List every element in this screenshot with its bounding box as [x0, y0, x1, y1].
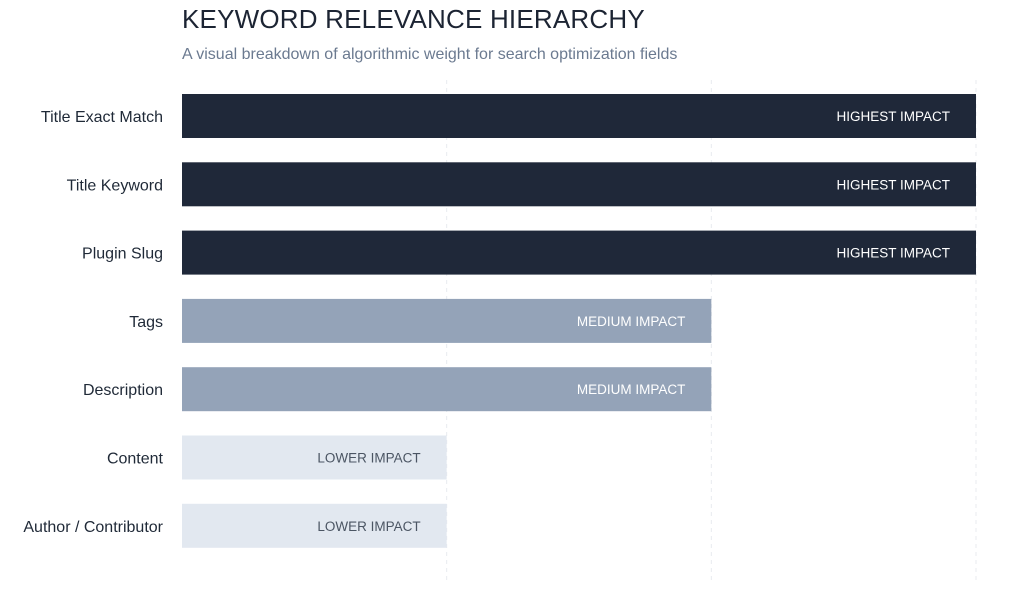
bar [182, 162, 976, 207]
bar-label: LOWER IMPACT [317, 519, 420, 534]
category-label: Content [107, 451, 164, 468]
bar-label: HIGHEST IMPACT [836, 246, 950, 261]
bar-label: LOWER IMPACT [317, 451, 420, 466]
bar [182, 94, 976, 138]
category-label: Description [83, 382, 163, 399]
bar-label: MEDIUM IMPACT [577, 382, 686, 397]
category-label: Tags [129, 314, 163, 331]
bar [182, 230, 976, 275]
bar [182, 435, 447, 480]
bar-label: MEDIUM IMPACT [577, 314, 686, 329]
chart-title: KEYWORD RELEVANCE HIERARCHY [182, 4, 645, 34]
category-label: Plugin Slug [82, 246, 163, 263]
category-label: Title Exact Match [41, 109, 163, 126]
bar [182, 298, 712, 343]
bar [182, 503, 447, 548]
category-label: Title Keyword [67, 177, 163, 194]
bar-label: HIGHEST IMPACT [836, 177, 950, 192]
category-label: Author / Contributor [23, 519, 163, 536]
chart-subtitle: A visual breakdown of algorithmic weight… [182, 46, 678, 63]
bar-label: HIGHEST IMPACT [836, 109, 950, 124]
bar [182, 367, 712, 412]
